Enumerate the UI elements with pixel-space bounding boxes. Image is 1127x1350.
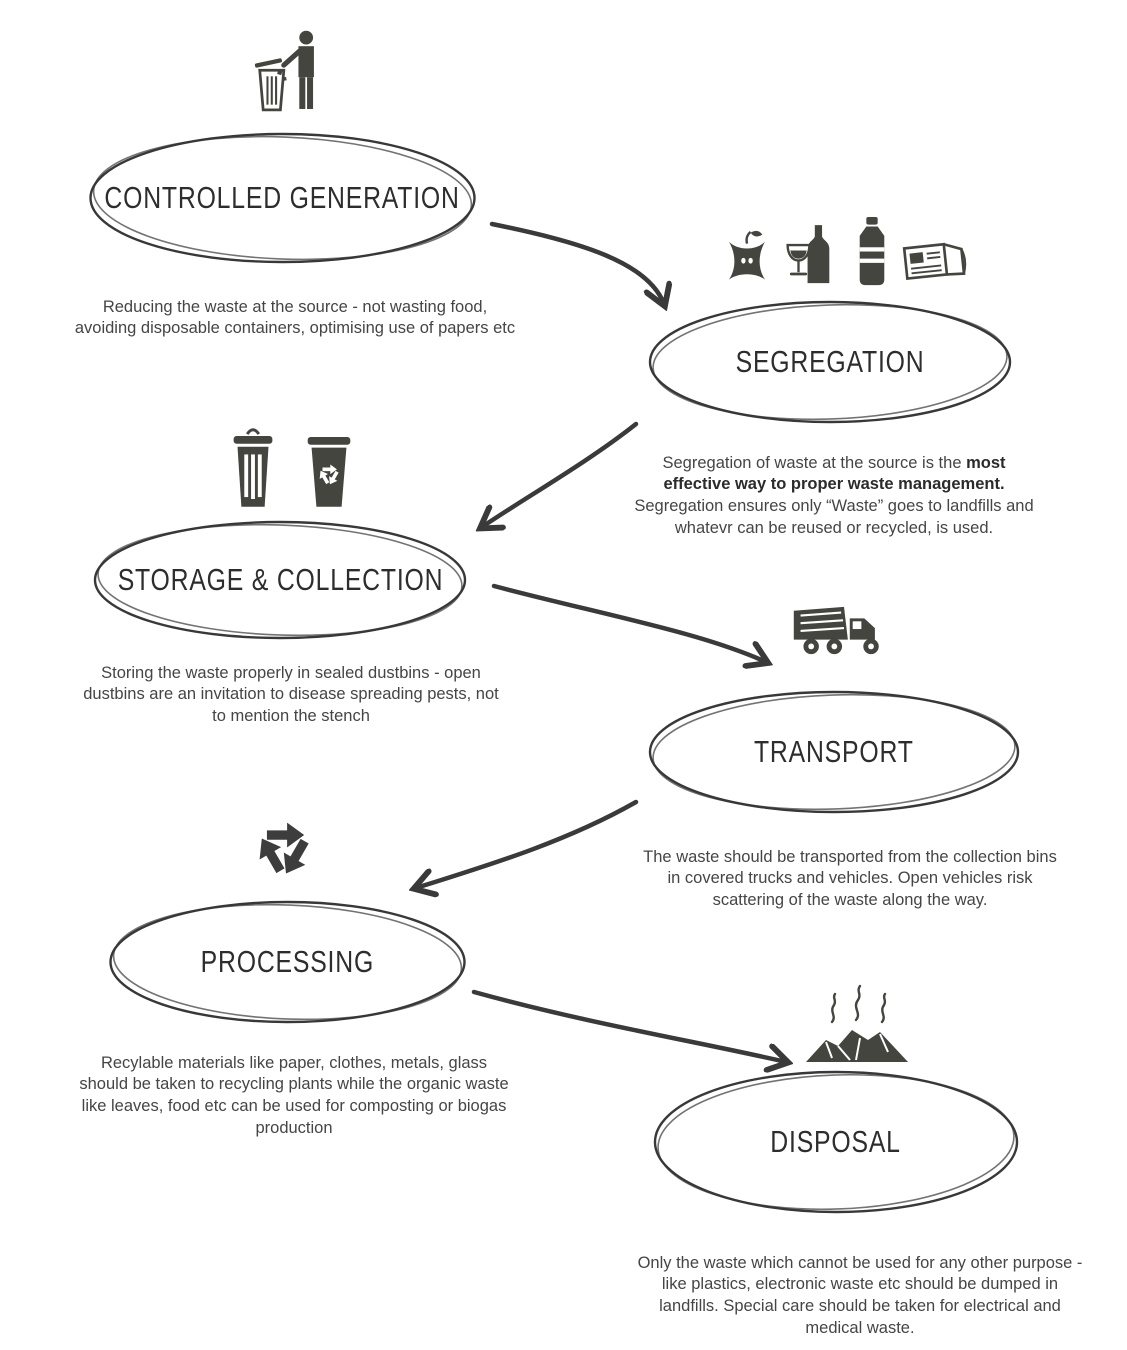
segregation-icons xyxy=(720,217,988,292)
stage-title: DISPOSAL xyxy=(770,1124,902,1159)
stage-oval-processing: PROCESSING xyxy=(105,896,470,1028)
description-bold-text: most effective way to proper waste manag… xyxy=(663,453,1006,494)
flow-arrow-5 xyxy=(471,989,786,1062)
water-bottle-icon xyxy=(852,217,892,292)
wine-bottle-glass-icon xyxy=(784,223,842,292)
flow-arrow-3 xyxy=(491,583,766,662)
stage-oval-transport: TRANSPORT xyxy=(645,686,1023,818)
recycle-symbol-icon xyxy=(240,804,328,894)
recycle-bin-icon xyxy=(298,425,360,516)
garbage-truck-icon xyxy=(788,598,900,662)
stage-oval-segregation: SEGREGATION xyxy=(645,296,1015,428)
stage-description: Storing the waste properly in sealed dus… xyxy=(83,663,499,726)
stage-oval-disposal: DISPOSAL xyxy=(650,1066,1022,1218)
stage-description: Only the waste which cannot be used for … xyxy=(637,1253,1083,1338)
stage-description: Segregation of waste at the source is th… xyxy=(634,453,1034,538)
stage-title: STORAGE & COLLECTION xyxy=(117,562,443,597)
stage-title: CONTROLLED GENERATION xyxy=(104,180,461,215)
stage-title: SEGREGATION xyxy=(735,344,925,379)
stage-title: TRANSPORT xyxy=(754,734,914,769)
person-throwing-trash-icon xyxy=(252,26,338,118)
stage-description: The waste should be transported from the… xyxy=(643,847,1057,910)
stage-oval-controlled-generation: CONTROLLED GENERATION xyxy=(85,128,480,268)
newspaper-icon xyxy=(902,237,974,292)
dustbin-icon xyxy=(222,425,284,516)
stage-oval-storage-collection: STORAGE & COLLECTION xyxy=(90,516,470,644)
flow-arrow-1 xyxy=(489,221,664,304)
storage-icons xyxy=(222,428,364,516)
apple-core-icon xyxy=(720,229,774,292)
flow-arrow-2 xyxy=(482,421,639,527)
stage-description: Recylable materials like paper, clothes,… xyxy=(79,1053,509,1138)
stage-title: PROCESSING xyxy=(200,944,375,979)
stage-description: Reducing the waste at the source - not w… xyxy=(74,297,516,338)
flow-arrow-4 xyxy=(416,799,639,888)
landfill-smoke-icon xyxy=(798,980,916,1066)
